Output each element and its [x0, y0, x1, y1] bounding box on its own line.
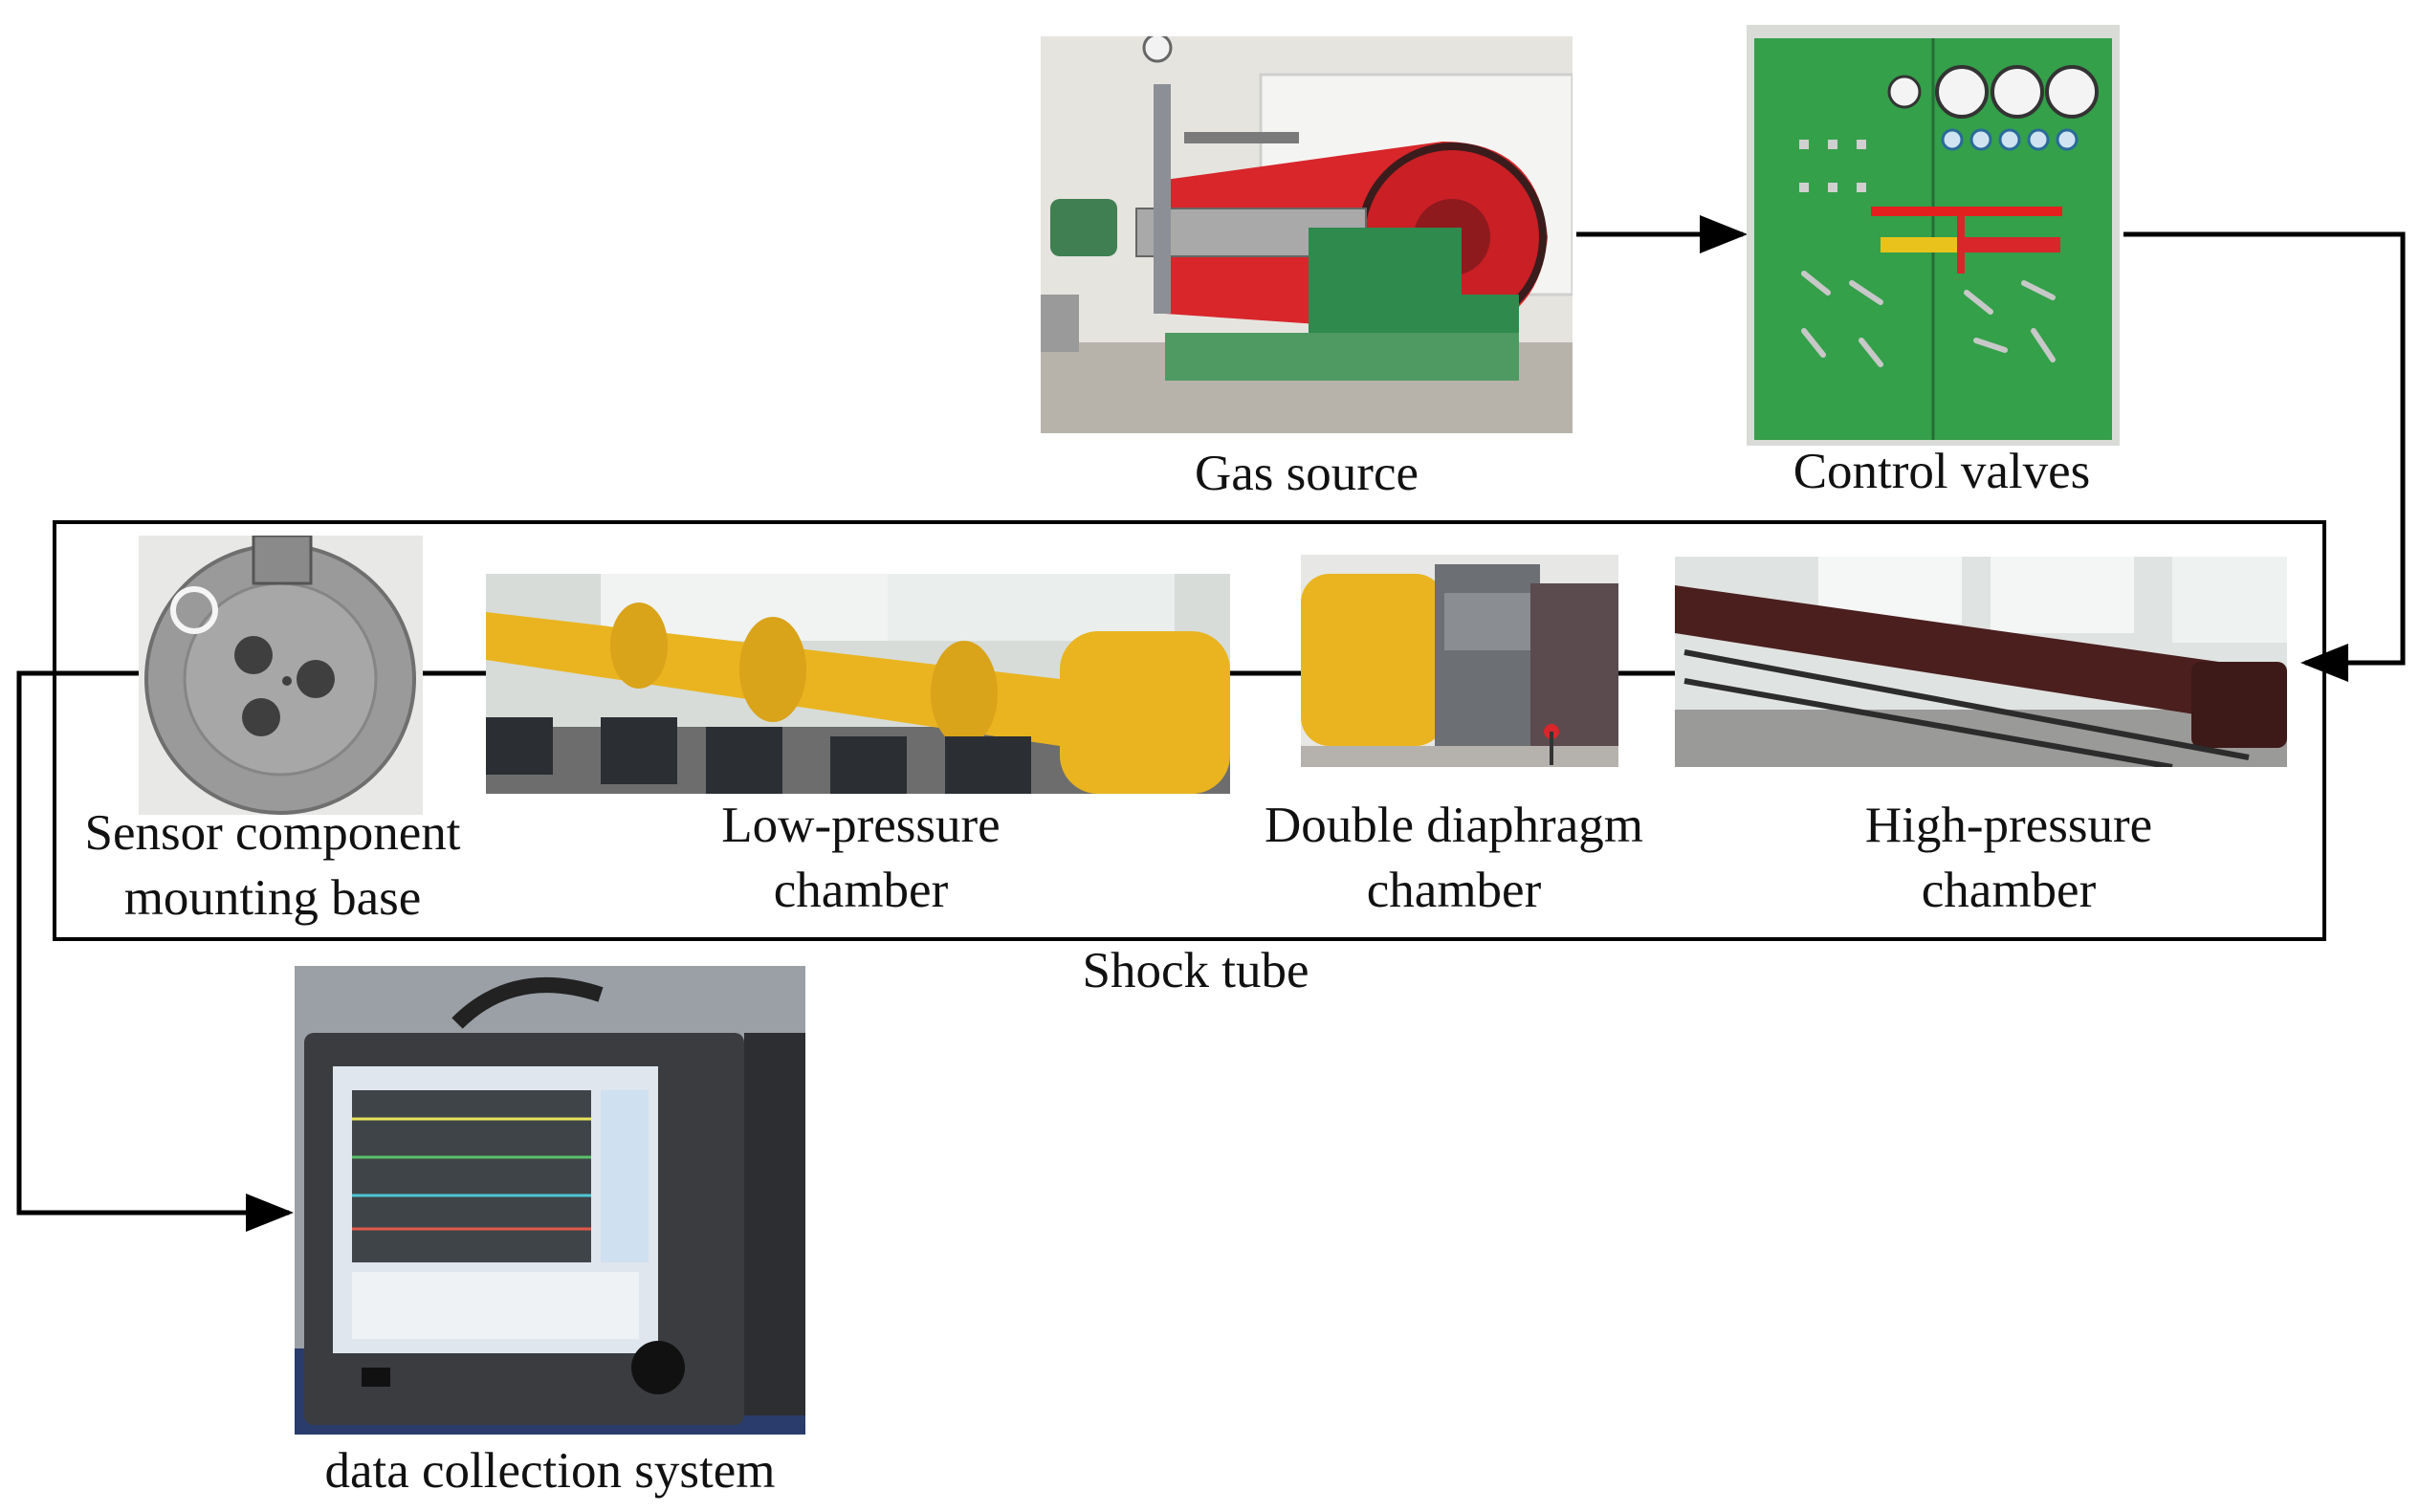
- double-diaphragm-label-line2: chamber: [1366, 862, 1542, 918]
- sensor-base-photo: [139, 536, 423, 815]
- arrow-valves-to-tube: [2123, 231, 2406, 682]
- data-collection-system-photo: [295, 966, 805, 1435]
- control-valves-label: Control valves: [1703, 440, 2181, 505]
- control-valves-label-text: Control valves: [1793, 444, 2091, 499]
- control-valves-photo: [1747, 25, 2120, 446]
- shock-tube-label-text: Shock tube: [1082, 943, 1309, 998]
- sensor-base-label: Sensor component mounting base: [38, 801, 507, 931]
- low-pressure-chamber-photo: [486, 574, 1230, 794]
- shock-tube-frame: [53, 520, 2326, 941]
- shock-tube-label: Shock tube: [957, 939, 1435, 1004]
- gas-source-photo: [1041, 36, 1573, 433]
- gas-source-label-text: Gas source: [1195, 446, 1419, 501]
- double-diaphragm-label-line1: Double diaphragm: [1265, 798, 1643, 853]
- high-pressure-chamber-label: High-pressure chamber: [1770, 794, 2248, 924]
- arrow-sensor-to-daq: [16, 670, 294, 1232]
- data-collection-system-label: data collection system: [239, 1439, 861, 1504]
- low-pressure-label-line2: chamber: [773, 862, 949, 918]
- data-collection-label-text: data collection system: [324, 1443, 776, 1499]
- sensor-base-label-line2: mounting base: [123, 869, 422, 926]
- high-pressure-label-line2: chamber: [1921, 862, 2097, 918]
- double-diaphragm-chamber-label: Double diaphragm chamber: [1215, 794, 1693, 924]
- high-pressure-label-line1: High-pressure: [1864, 798, 2153, 853]
- double-diaphragm-chamber-photo: [1301, 555, 1618, 767]
- high-pressure-chamber-photo: [1675, 557, 2287, 767]
- gas-source-label: Gas source: [1041, 442, 1573, 507]
- low-pressure-label-line1: Low-pressure: [721, 798, 1001, 853]
- low-pressure-chamber-label: Low-pressure chamber: [622, 794, 1100, 924]
- sensor-base-label-line1: Sensor component: [84, 805, 461, 861]
